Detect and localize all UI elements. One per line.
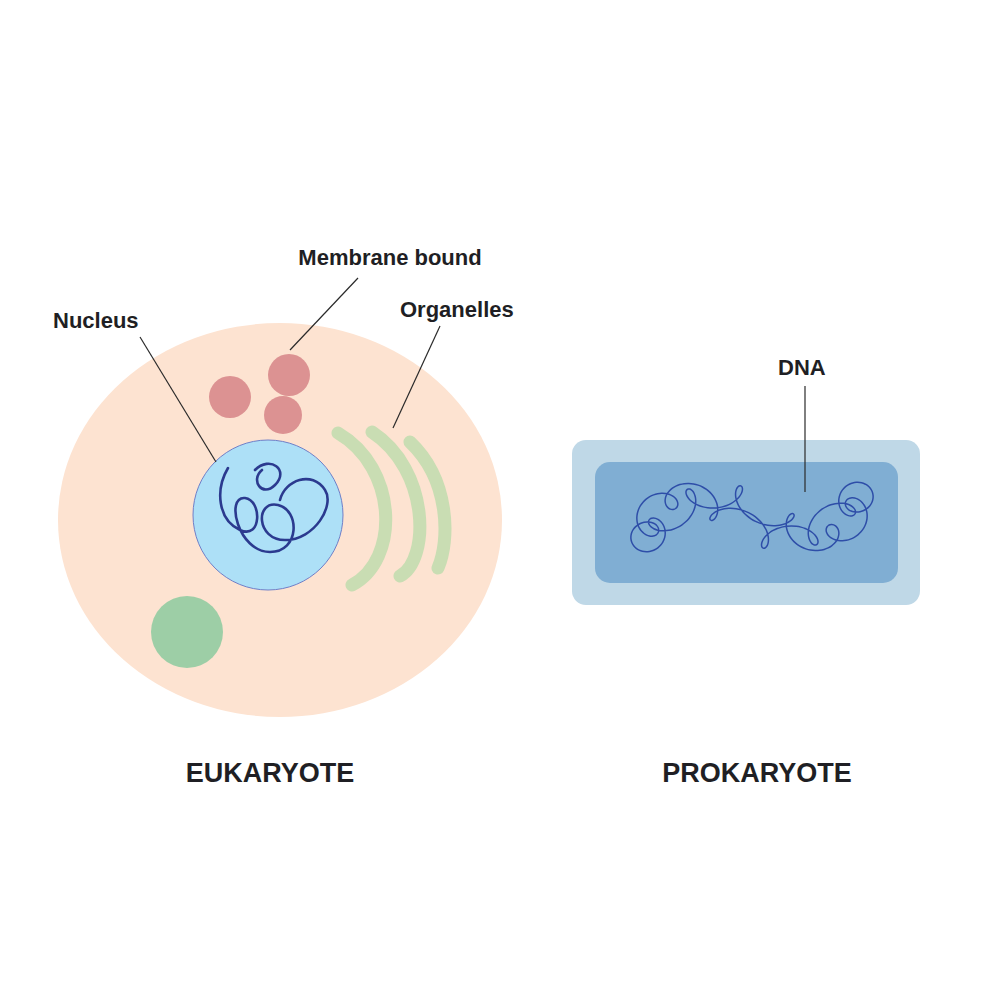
prokaryote-cell	[572, 440, 920, 605]
organelle-circle	[151, 596, 223, 668]
vesicle	[209, 376, 251, 418]
leader-lines	[140, 278, 805, 492]
cell-body	[58, 323, 502, 717]
dna-strand	[255, 464, 280, 490]
cell-wall	[572, 440, 920, 605]
vesicle	[264, 396, 302, 434]
leader-line	[140, 337, 216, 462]
golgi-arc	[410, 442, 445, 568]
nucleoid-dna	[631, 482, 873, 551]
golgi-stack	[338, 432, 445, 585]
leader-line	[393, 326, 440, 428]
cell-type-title: PROKARYOTE	[662, 759, 852, 789]
eukaryote-cell	[58, 323, 502, 717]
cell-type-title: EUKARYOTE	[186, 759, 355, 789]
nuclear-dna	[220, 464, 327, 552]
dna-strand	[220, 468, 327, 552]
vesicle	[268, 354, 310, 396]
nucleus	[193, 440, 343, 590]
part-label: Nucleus	[53, 309, 139, 333]
cytoplasm	[595, 462, 898, 583]
golgi-arc	[338, 433, 386, 585]
part-label: DNA	[778, 356, 826, 380]
organelle-label: Organelles	[400, 298, 514, 322]
leader-line	[290, 278, 358, 350]
leader-line	[804, 386, 805, 492]
organelle-label: Membrane bound	[298, 246, 481, 270]
